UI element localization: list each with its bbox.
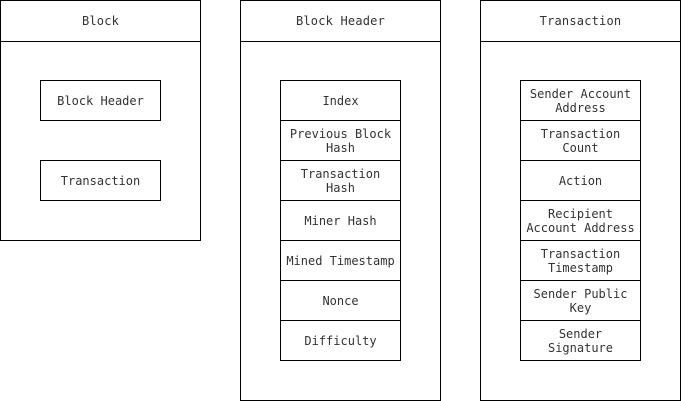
field-action: Action <box>520 160 641 201</box>
block-header-field-list: Index Previous Block Hash Transaction Ha… <box>280 80 401 361</box>
field-mined-timestamp: Mined Timestamp <box>280 240 401 281</box>
field-transaction-count: Transaction Count <box>520 120 641 161</box>
field-difficulty: Difficulty <box>280 320 401 361</box>
block-header-panel: Block Header Index Previous Block Hash T… <box>240 0 441 401</box>
transaction-panel: Transaction Sender Account Address Trans… <box>480 0 681 401</box>
field-transaction-timestamp: Transaction Timestamp <box>520 240 641 281</box>
field-nonce: Nonce <box>280 280 401 321</box>
field-miner-hash: Miner Hash <box>280 200 401 241</box>
transaction-panel-title: Transaction <box>481 1 680 42</box>
field-index: Index <box>280 80 401 121</box>
field-transaction-hash: Transaction Hash <box>280 160 401 201</box>
transaction-field-list: Sender Account Address Transaction Count… <box>520 80 641 361</box>
field-sender-public-key: Sender Public Key <box>520 280 641 321</box>
block-header-item: Block Header <box>40 80 161 121</box>
block-panel: Block Block Header Transaction <box>0 0 201 241</box>
block-panel-title: Block <box>1 1 200 42</box>
transaction-item: Transaction <box>40 160 161 201</box>
field-sender-signature: Sender Signature <box>520 320 641 361</box>
field-previous-block-hash: Previous Block Hash <box>280 120 401 161</box>
block-header-panel-title: Block Header <box>241 1 440 42</box>
field-recipient-account-address: Recipient Account Address <box>520 200 641 241</box>
field-sender-account-address: Sender Account Address <box>520 80 641 121</box>
